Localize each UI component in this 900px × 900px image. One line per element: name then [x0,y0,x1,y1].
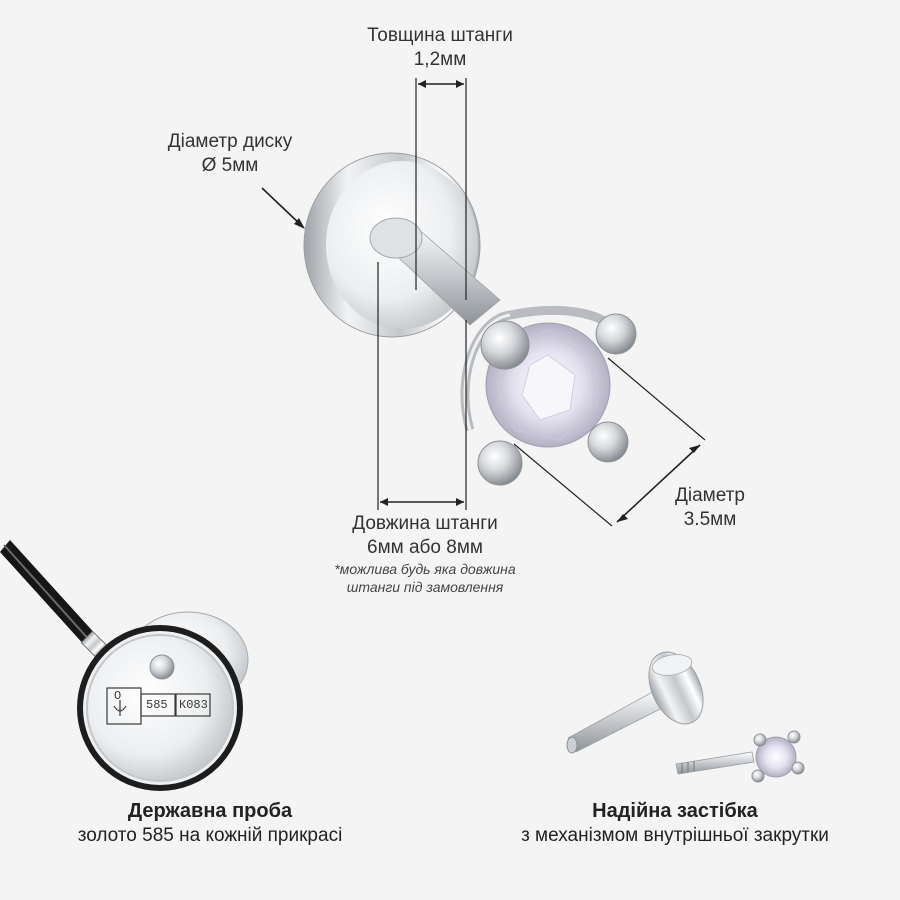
hallmark-assay: 585 [146,698,168,712]
piercing-main [303,152,637,486]
caption-clasp: Надійна застібка з механізмом внутрішньо… [470,798,880,849]
stone-diameter-title: Діаметр [675,485,745,506]
rod-length-note-line2: штанги під замовлення [346,578,504,595]
dimension-lines [261,78,706,527]
threaded-pin [675,751,755,775]
hallmark-magnifier [0,540,249,791]
piercing-disassembled [566,651,805,783]
rod-thickness-label: Товщина штанги 1,2мм [330,24,550,72]
caption-assay: Державна проба золото 585 на кожній прик… [20,798,400,849]
stone-diameter-value: 3.5мм [683,508,737,530]
caption-assay-title: Державна проба [127,800,293,822]
caption-clasp-subtitle: з механізмом внутрішньої закрутки [521,825,829,846]
trident-icon [113,700,127,716]
prong-ball [595,313,637,355]
prong-ball [587,421,629,463]
disc-diameter-value: Ø 5мм [201,154,259,176]
rod-base [369,217,423,259]
rod-thickness-title: Товщина штанги [367,25,513,46]
hallmark-code: К083 [179,698,208,712]
disc-diameter-title: Діаметр диску [167,131,293,152]
prong-ball [477,440,523,486]
rod-length-label: Довжина штанги 6мм або 8мм *можлива будь… [300,512,550,596]
disc-diameter-label: Діаметр диску Ø 5мм [130,130,330,178]
rod-length-value: 6мм або 8мм [367,536,483,558]
stone-diameter-label: Діаметр 3.5мм [620,484,800,532]
hallmark-letter: О [114,689,122,703]
rod-length-note-line1: *можлива будь яка довжина [334,560,516,577]
prong-ball [480,320,530,370]
rod-length-title: Довжина штанги [352,513,498,534]
caption-assay-subtitle: золото 585 на кожній прикрасі [77,825,343,846]
small-gemstone [755,736,797,778]
rod-thickness-value: 1,2мм [413,48,467,70]
caption-clasp-title: Надійна застібка [592,800,758,822]
